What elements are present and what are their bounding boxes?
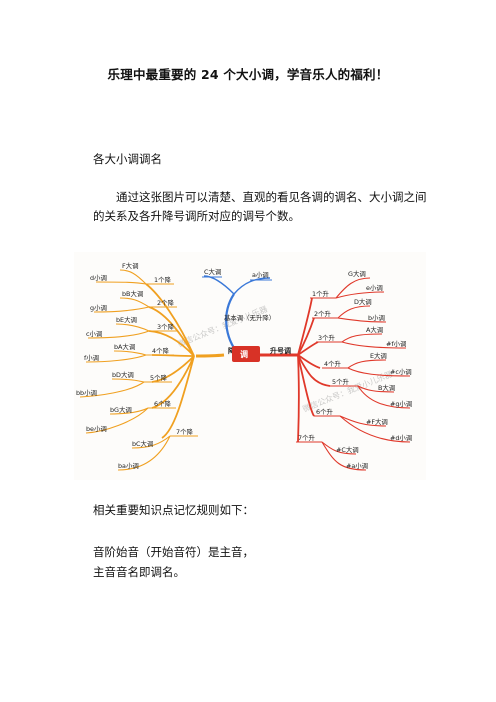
rule-line-1: 音阶始音（开始音符）是主音， bbox=[93, 545, 254, 559]
flat-key-6: bA大调 bbox=[114, 342, 135, 351]
flat-branch bbox=[79, 269, 225, 471]
flat-trunk bbox=[195, 353, 225, 358]
sharp-key-9: #g小调 bbox=[390, 399, 412, 408]
sharp-count-2: 2个升 bbox=[314, 309, 331, 318]
flat-key-0: F大调 bbox=[122, 261, 138, 270]
flat-key-5: c小调 bbox=[86, 329, 102, 338]
sharp-key-12: #C大调 bbox=[336, 445, 359, 454]
flat-count-6: 6个降 bbox=[154, 399, 171, 408]
flat-key-9: bb小调 bbox=[76, 388, 97, 397]
flat-key-11: be小调 bbox=[86, 424, 107, 433]
intro-paragraph: 通过这张图片可以清楚、直观的看见各调的调名、大小调之间的关系及各升降号调所对应的… bbox=[93, 188, 428, 226]
flat-line-5 bbox=[151, 355, 195, 383]
sharp-key-10: #F大调 bbox=[366, 417, 388, 426]
flat-key-8: bD大调 bbox=[112, 370, 134, 379]
flat-count-5: 5个降 bbox=[150, 373, 167, 382]
intro-text: 通过这张图片可以清楚、直观的看见各调的调名、大小调之间的关系及各升降号调所对应的… bbox=[93, 190, 427, 223]
flat-line-6 bbox=[151, 355, 195, 409]
sharp-count-6: 6个升 bbox=[316, 407, 333, 416]
rule-line-2: 主音音名即调名。 bbox=[93, 565, 185, 579]
sharp-labels: 升号调 1个升 2个升 3个升 4个升 5个升 6个升 7个升 G大调 e小调 … bbox=[270, 269, 412, 470]
section-heading: 各大小调调名 bbox=[93, 152, 162, 166]
base-branch-label: 基本调（无升降） bbox=[224, 313, 275, 322]
sharp-key-8: B大调 bbox=[378, 383, 395, 392]
center-node bbox=[232, 346, 260, 362]
flat-line-7 bbox=[161, 355, 195, 439]
sharp-key-0: G大调 bbox=[348, 269, 366, 278]
sharp-key-3: b小调 bbox=[368, 313, 385, 322]
flat-key-3: g小调 bbox=[90, 303, 107, 312]
sharp-count-5: 5个升 bbox=[332, 377, 349, 386]
flat-count-4: 4个降 bbox=[152, 346, 169, 355]
flat-count-3: 3个降 bbox=[157, 322, 174, 331]
flat-key-2: bB大调 bbox=[122, 289, 143, 298]
flat-line-1 bbox=[145, 283, 195, 357]
article-title: 乐理中最重要的 24 个大小调，学音乐人的福利！ bbox=[107, 67, 389, 82]
flat-key-7: f小调 bbox=[84, 353, 99, 362]
sharp-key-7: #c小调 bbox=[390, 367, 412, 376]
flat-key-12: bC大调 bbox=[132, 439, 153, 448]
sharp-key-13: #a小调 bbox=[346, 461, 368, 470]
flat-key-1: d小调 bbox=[90, 273, 107, 282]
flat-count-2: 2个降 bbox=[157, 298, 174, 307]
mind-map-svg: 微信公众号：我爱小儿乐器 微信公众号：我爱小儿乐器 C大调 a小调 基本调（无升… bbox=[74, 252, 426, 480]
flat-labels: 降号调 1个降 2个降 3个降 4个降 5个降 6个降 7个降 F大调 d小调 … bbox=[76, 261, 249, 470]
sharp-count-7: 7个升 bbox=[298, 433, 315, 442]
sharp-key-11: #d小调 bbox=[390, 433, 412, 442]
mind-map-background bbox=[74, 252, 426, 480]
sharp-count-3: 3个升 bbox=[318, 333, 335, 342]
sharp-count-4: 4个升 bbox=[324, 359, 341, 368]
rules-heading: 相关重要知识点记忆规则如下： bbox=[93, 503, 254, 517]
flat-key-13: ba小调 bbox=[118, 461, 139, 470]
center-label: 调 bbox=[240, 349, 248, 359]
base-branch-line-a bbox=[233, 277, 271, 295]
base-key-a-minor: a小调 bbox=[252, 270, 269, 279]
base-branch-line-c bbox=[203, 275, 235, 295]
flat-key-4: bE大调 bbox=[116, 315, 137, 324]
sharp-count-1: 1个升 bbox=[312, 289, 329, 298]
flat-count-7: 7个降 bbox=[176, 427, 193, 436]
sharp-key-2: D大调 bbox=[354, 297, 372, 306]
flat-count-1: 1个降 bbox=[154, 275, 171, 284]
base-key-c-major: C大调 bbox=[204, 267, 221, 276]
sharp-key-4: A大调 bbox=[366, 325, 383, 334]
sharp-branch bbox=[260, 277, 411, 471]
sharp-key-5: #f小调 bbox=[386, 339, 406, 348]
sharp-branch-label: 升号调 bbox=[270, 346, 291, 355]
flat-key-10: bG大调 bbox=[110, 405, 132, 414]
key-mind-map: 微信公众号：我爱小儿乐器 微信公众号：我爱小儿乐器 C大调 a小调 基本调（无升… bbox=[74, 252, 426, 480]
sharp-key-6: E大调 bbox=[370, 351, 387, 360]
flat-line-2 bbox=[148, 306, 195, 357]
sharp-key-1: e小调 bbox=[366, 283, 383, 292]
